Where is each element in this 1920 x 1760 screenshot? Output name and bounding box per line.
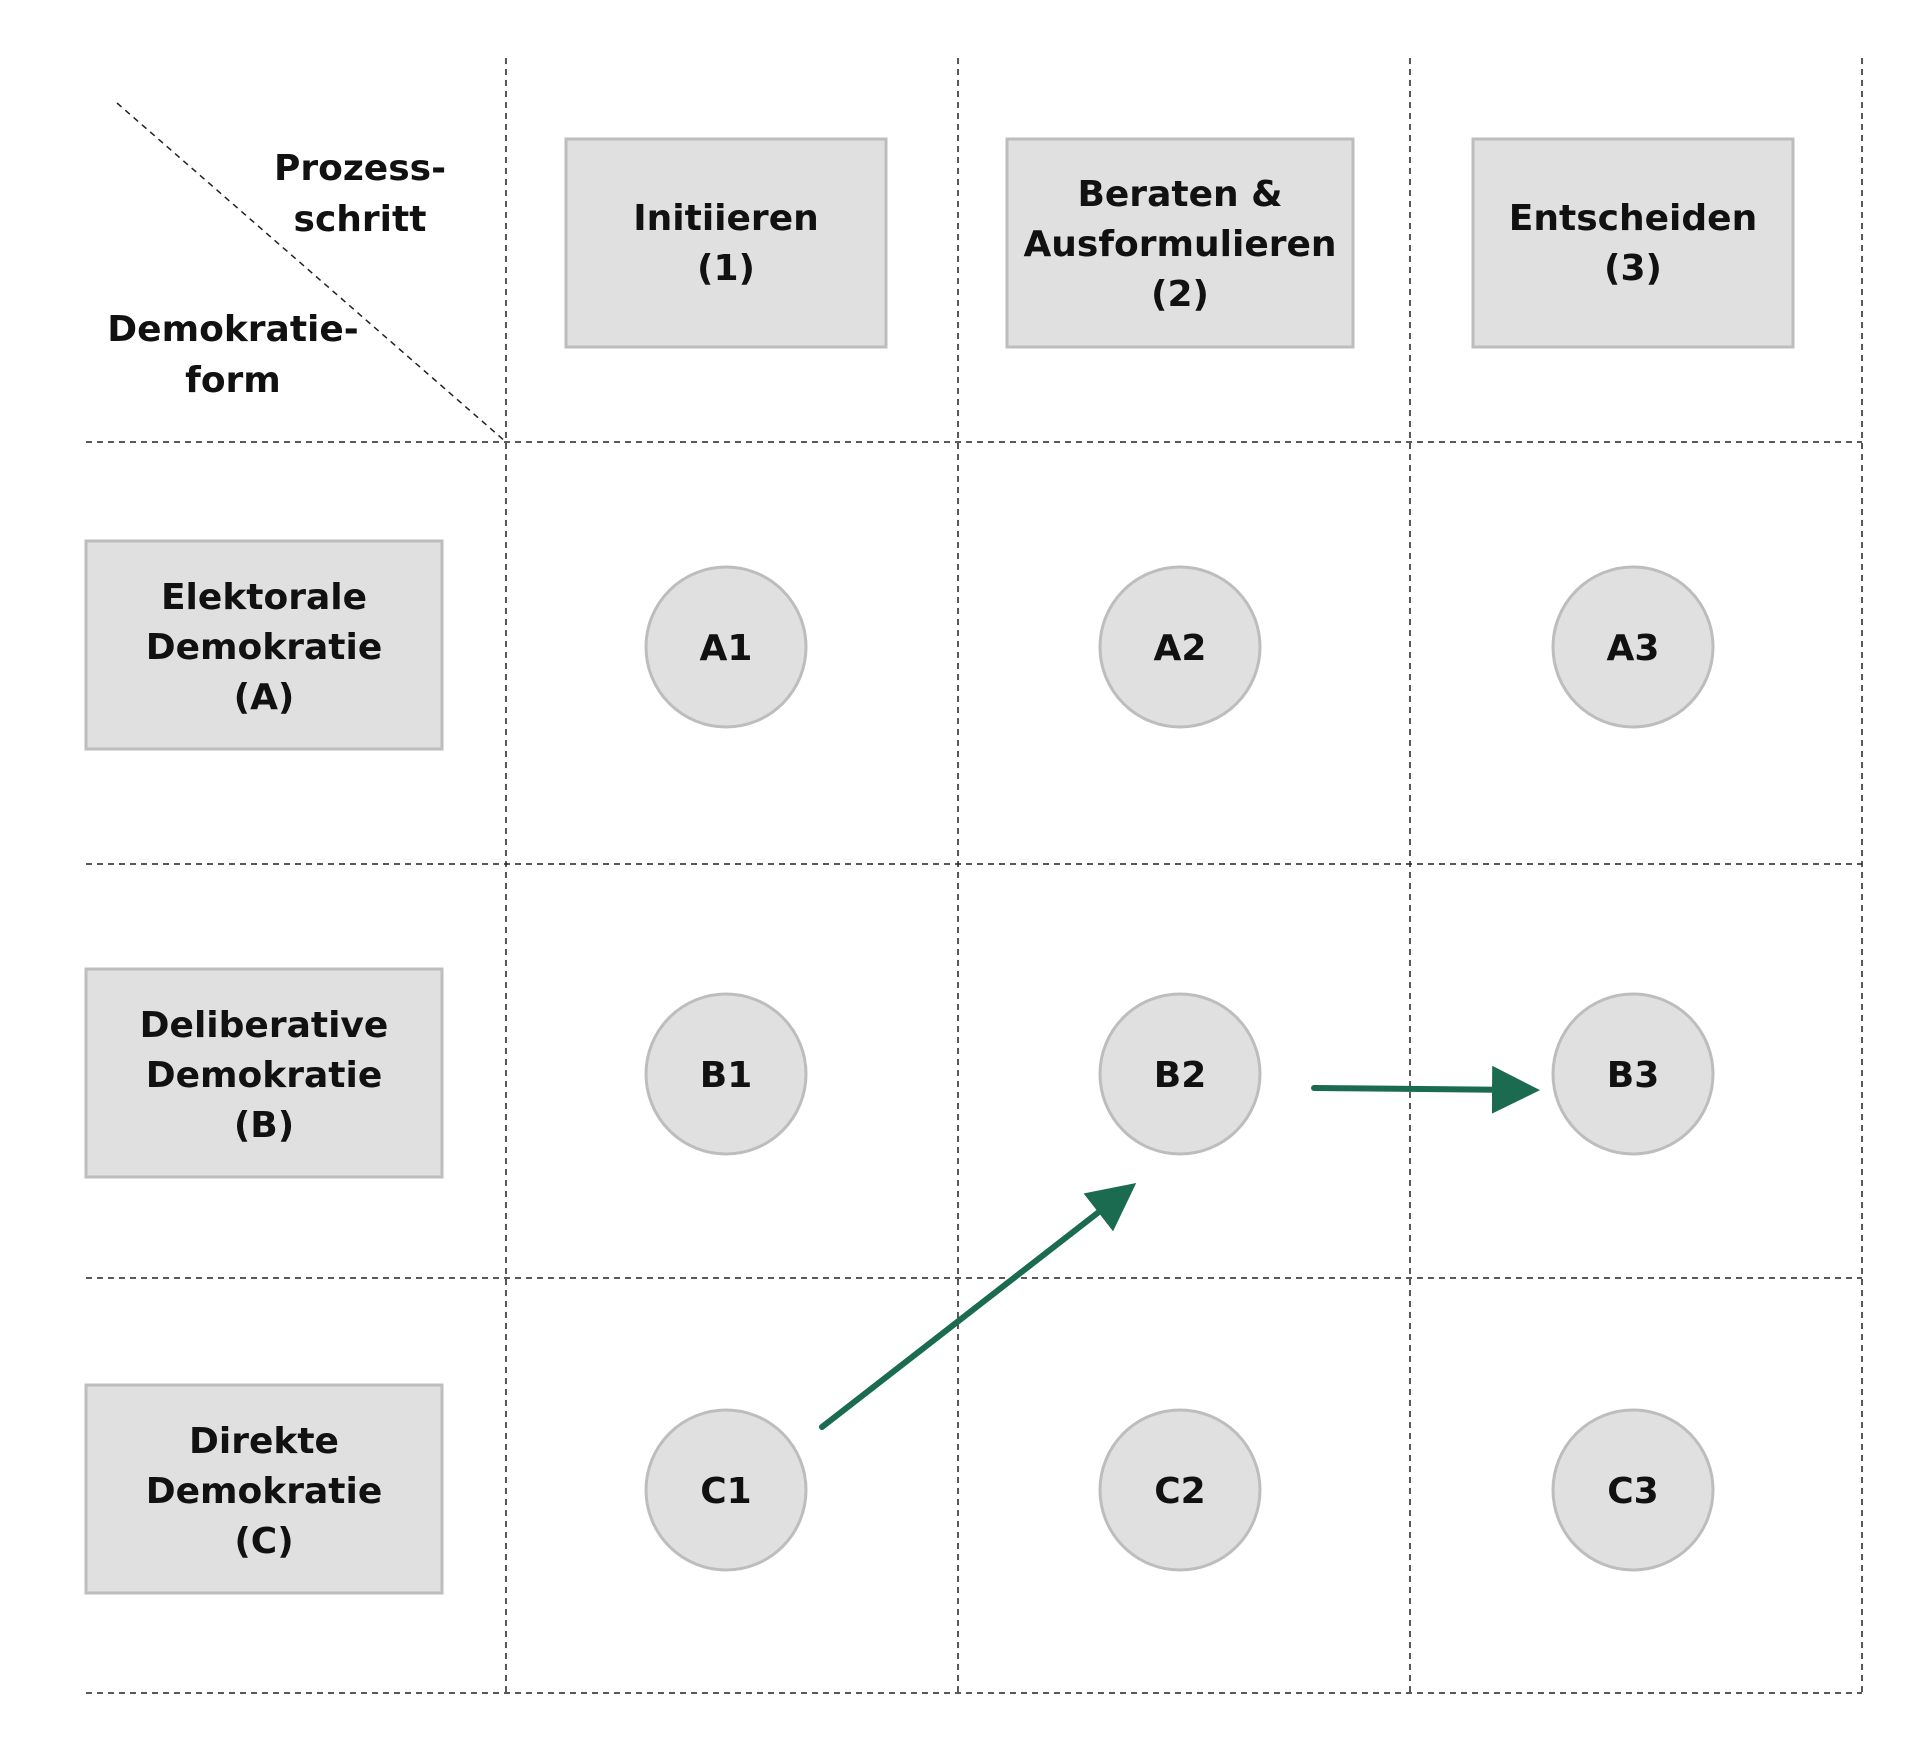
node-a2-label: A2 <box>1154 628 1207 669</box>
column-header-1-line-2: (1) <box>697 248 755 289</box>
node-c2 <box>1098 1408 1262 1572</box>
corner-diagonal <box>116 102 507 443</box>
flow-arrows <box>819 1065 1540 1430</box>
corner-form-line-2: form <box>185 360 281 401</box>
column-header-2-line-1: Beraten & <box>1077 174 1282 215</box>
node-c3-label: C3 <box>1607 1471 1658 1512</box>
node-b2-label: B2 <box>1154 1055 1207 1096</box>
row-header-c-line-1: Direkte <box>189 1421 339 1462</box>
node-a2 <box>1098 565 1262 729</box>
row-header-box-a <box>84 539 444 751</box>
node-b1-label: B1 <box>700 1055 753 1096</box>
matrix-nodes: A1 A2 A3 B1 B2 B3 C1 C2 C3 <box>644 565 1715 1572</box>
column-header-box-2 <box>1005 137 1355 349</box>
node-a3-label: A3 <box>1607 628 1660 669</box>
node-b2 <box>1098 992 1262 1156</box>
row-header-b-line-2: Demokratie <box>146 1055 383 1096</box>
column-headers: Initiieren (1) Beraten & Ausformulieren … <box>564 137 1795 349</box>
node-a1 <box>644 565 808 729</box>
column-header-3-line-2: (3) <box>1604 248 1662 289</box>
row-header-box-b <box>84 967 444 1179</box>
row-header-c-line-2: Demokratie <box>146 1471 383 1512</box>
arrow-c1-to-b2 <box>819 1182 1137 1430</box>
column-header-2-line-3: (2) <box>1151 274 1209 315</box>
column-header-3-line-1: Entscheiden <box>1509 198 1757 239</box>
node-a3 <box>1551 565 1715 729</box>
corner-header: Prozess- schritt Demokratie- form <box>107 148 446 401</box>
row-header-b-line-1: Deliberative <box>140 1005 389 1046</box>
column-header-1-line-1: Initiieren <box>633 198 818 239</box>
corner-process-line-1: Prozess- <box>274 148 446 189</box>
corner-form-line-1: Demokratie- <box>107 309 358 350</box>
row-header-a-line-1: Elektorale <box>161 577 367 618</box>
row-header-a-line-3: (A) <box>234 677 295 718</box>
node-b1 <box>644 992 808 1156</box>
node-c2-label: C2 <box>1154 1471 1205 1512</box>
node-b3-label: B3 <box>1607 1055 1660 1096</box>
row-header-a-line-2: Demokratie <box>146 627 383 668</box>
node-a1-label: A1 <box>700 628 753 669</box>
row-header-box-c <box>84 1383 444 1595</box>
node-c3 <box>1551 1408 1715 1572</box>
node-c1 <box>644 1408 808 1572</box>
node-b3 <box>1551 992 1715 1156</box>
column-header-box-1 <box>564 137 888 349</box>
row-headers: Elektorale Demokratie (A) Deliberative D… <box>84 539 444 1595</box>
arrow-b2-to-b3 <box>1311 1065 1540 1114</box>
grid-lines <box>86 58 1863 1694</box>
column-header-2-line-2: Ausformulieren <box>1023 224 1336 265</box>
corner-process-line-2: schritt <box>294 199 427 240</box>
row-header-b-line-3: (B) <box>234 1105 294 1146</box>
row-header-c-line-3: (C) <box>234 1521 293 1562</box>
column-header-box-3 <box>1471 137 1795 349</box>
node-c1-label: C1 <box>700 1471 751 1512</box>
